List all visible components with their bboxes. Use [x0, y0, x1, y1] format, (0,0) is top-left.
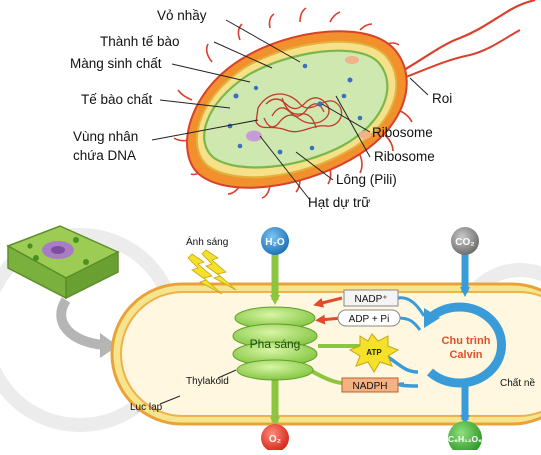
- label-thylakoid: Thylakoid: [186, 376, 229, 387]
- label-glucose: C₆H₁₂O₆: [448, 434, 482, 444]
- ribosome-dots: [227, 63, 363, 155]
- label-nucleoid-2: chứa DNA: [73, 148, 136, 163]
- label-co2: CO₂: [455, 237, 474, 248]
- photosynthesis-illustration: [0, 225, 541, 455]
- label-reserve: Hạt dự trữ: [308, 195, 370, 210]
- label-chloroplast: Lục lạp: [130, 402, 163, 413]
- label-stroma: Chất nề: [500, 377, 535, 389]
- label-adp-pi: ADP + Pi: [349, 314, 390, 325]
- adp-pi-box: [337, 309, 401, 327]
- grana-stack: [232, 306, 318, 381]
- label-nadph: NADPH: [352, 381, 387, 392]
- dna-tangle: [255, 93, 343, 133]
- calvin-cycle-ring: [427, 302, 506, 388]
- o2-circle: [261, 424, 289, 452]
- label-calvin-2: Calvin: [449, 349, 482, 361]
- label-flagellum: Roi: [432, 91, 452, 106]
- label-calvin-1: Chu trình: [442, 335, 491, 347]
- co2-circle: [451, 227, 479, 255]
- label-capsule: Vỏ nhầy: [157, 8, 207, 23]
- label-o2: O₂: [269, 434, 281, 445]
- glucose-circle: [448, 421, 482, 455]
- nadph-box: [341, 377, 399, 393]
- label-cytoplasm: Tế bào chất: [81, 92, 153, 107]
- plant-cell-thumbnail: [6, 225, 120, 300]
- flagellum-shape: [394, 0, 536, 76]
- label-light: Ánh sáng: [186, 235, 228, 248]
- zoom-arrow: [56, 297, 105, 350]
- bacteria-leader-lines: [151, 19, 429, 201]
- label-ribosome-2: Ribosome: [374, 149, 435, 164]
- photosynthesis-labels: Ánh sáng H₂O CO₂ NADP⁺ ADP + Pi Pha sáng…: [130, 235, 535, 445]
- sunlight-bolts: [187, 249, 237, 295]
- nadp-plus-box: [343, 289, 399, 307]
- label-h2o: H₂O: [265, 237, 285, 248]
- bacteria-labels: Vỏ nhầy Thành tế bào Màng sinh chất Tế b…: [70, 8, 452, 210]
- label-nucleoid-1: Vùng nhân: [73, 129, 138, 144]
- h2o-circle: [261, 227, 289, 255]
- label-pili: Lông (Pili): [336, 172, 397, 187]
- bacteria-illustration: [173, 0, 536, 199]
- label-cell-wall: Thành tế bào: [100, 34, 180, 49]
- label-atp: ATP: [366, 348, 382, 357]
- label-membrane: Màng sinh chất: [70, 56, 162, 71]
- label-light-phase: Pha sáng: [250, 337, 301, 351]
- label-ribosome-1: Ribosome: [372, 125, 433, 140]
- label-nadp-plus: NADP⁺: [354, 294, 387, 305]
- reserve-granule: [246, 130, 262, 142]
- atp-badge: [348, 333, 400, 373]
